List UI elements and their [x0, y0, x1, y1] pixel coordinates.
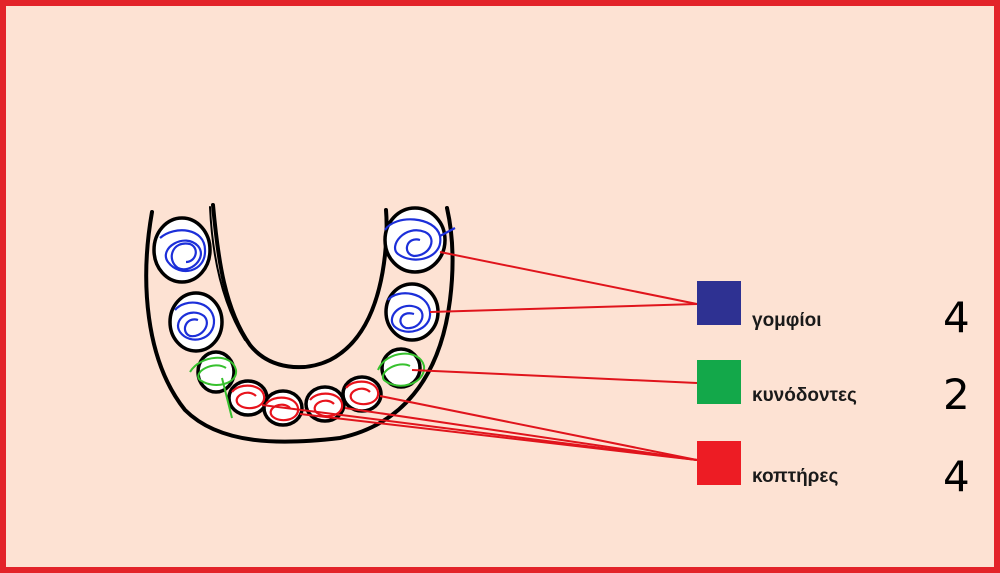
connector-incisor-3	[345, 408, 697, 460]
connector-molar-back	[440, 252, 697, 304]
legend-swatch-canines	[697, 360, 741, 404]
connector-lines	[262, 252, 697, 460]
legend-swatch-incisors	[697, 441, 741, 485]
legend-count-incisors: 4	[943, 456, 970, 498]
legend-count-canines: 2	[943, 374, 970, 416]
connector-canine	[412, 370, 697, 383]
legend-count-molars: 4	[943, 297, 970, 339]
legend-swatch-molars	[697, 281, 741, 325]
socket-molar-left-back	[154, 218, 210, 282]
legend-label-molars: γομφίοι	[752, 310, 822, 332]
legend-label-canines: κυνόδοντες	[752, 385, 857, 407]
legend-label-incisors: κοπτήρες	[752, 466, 838, 488]
connector-molar-front	[430, 304, 697, 312]
